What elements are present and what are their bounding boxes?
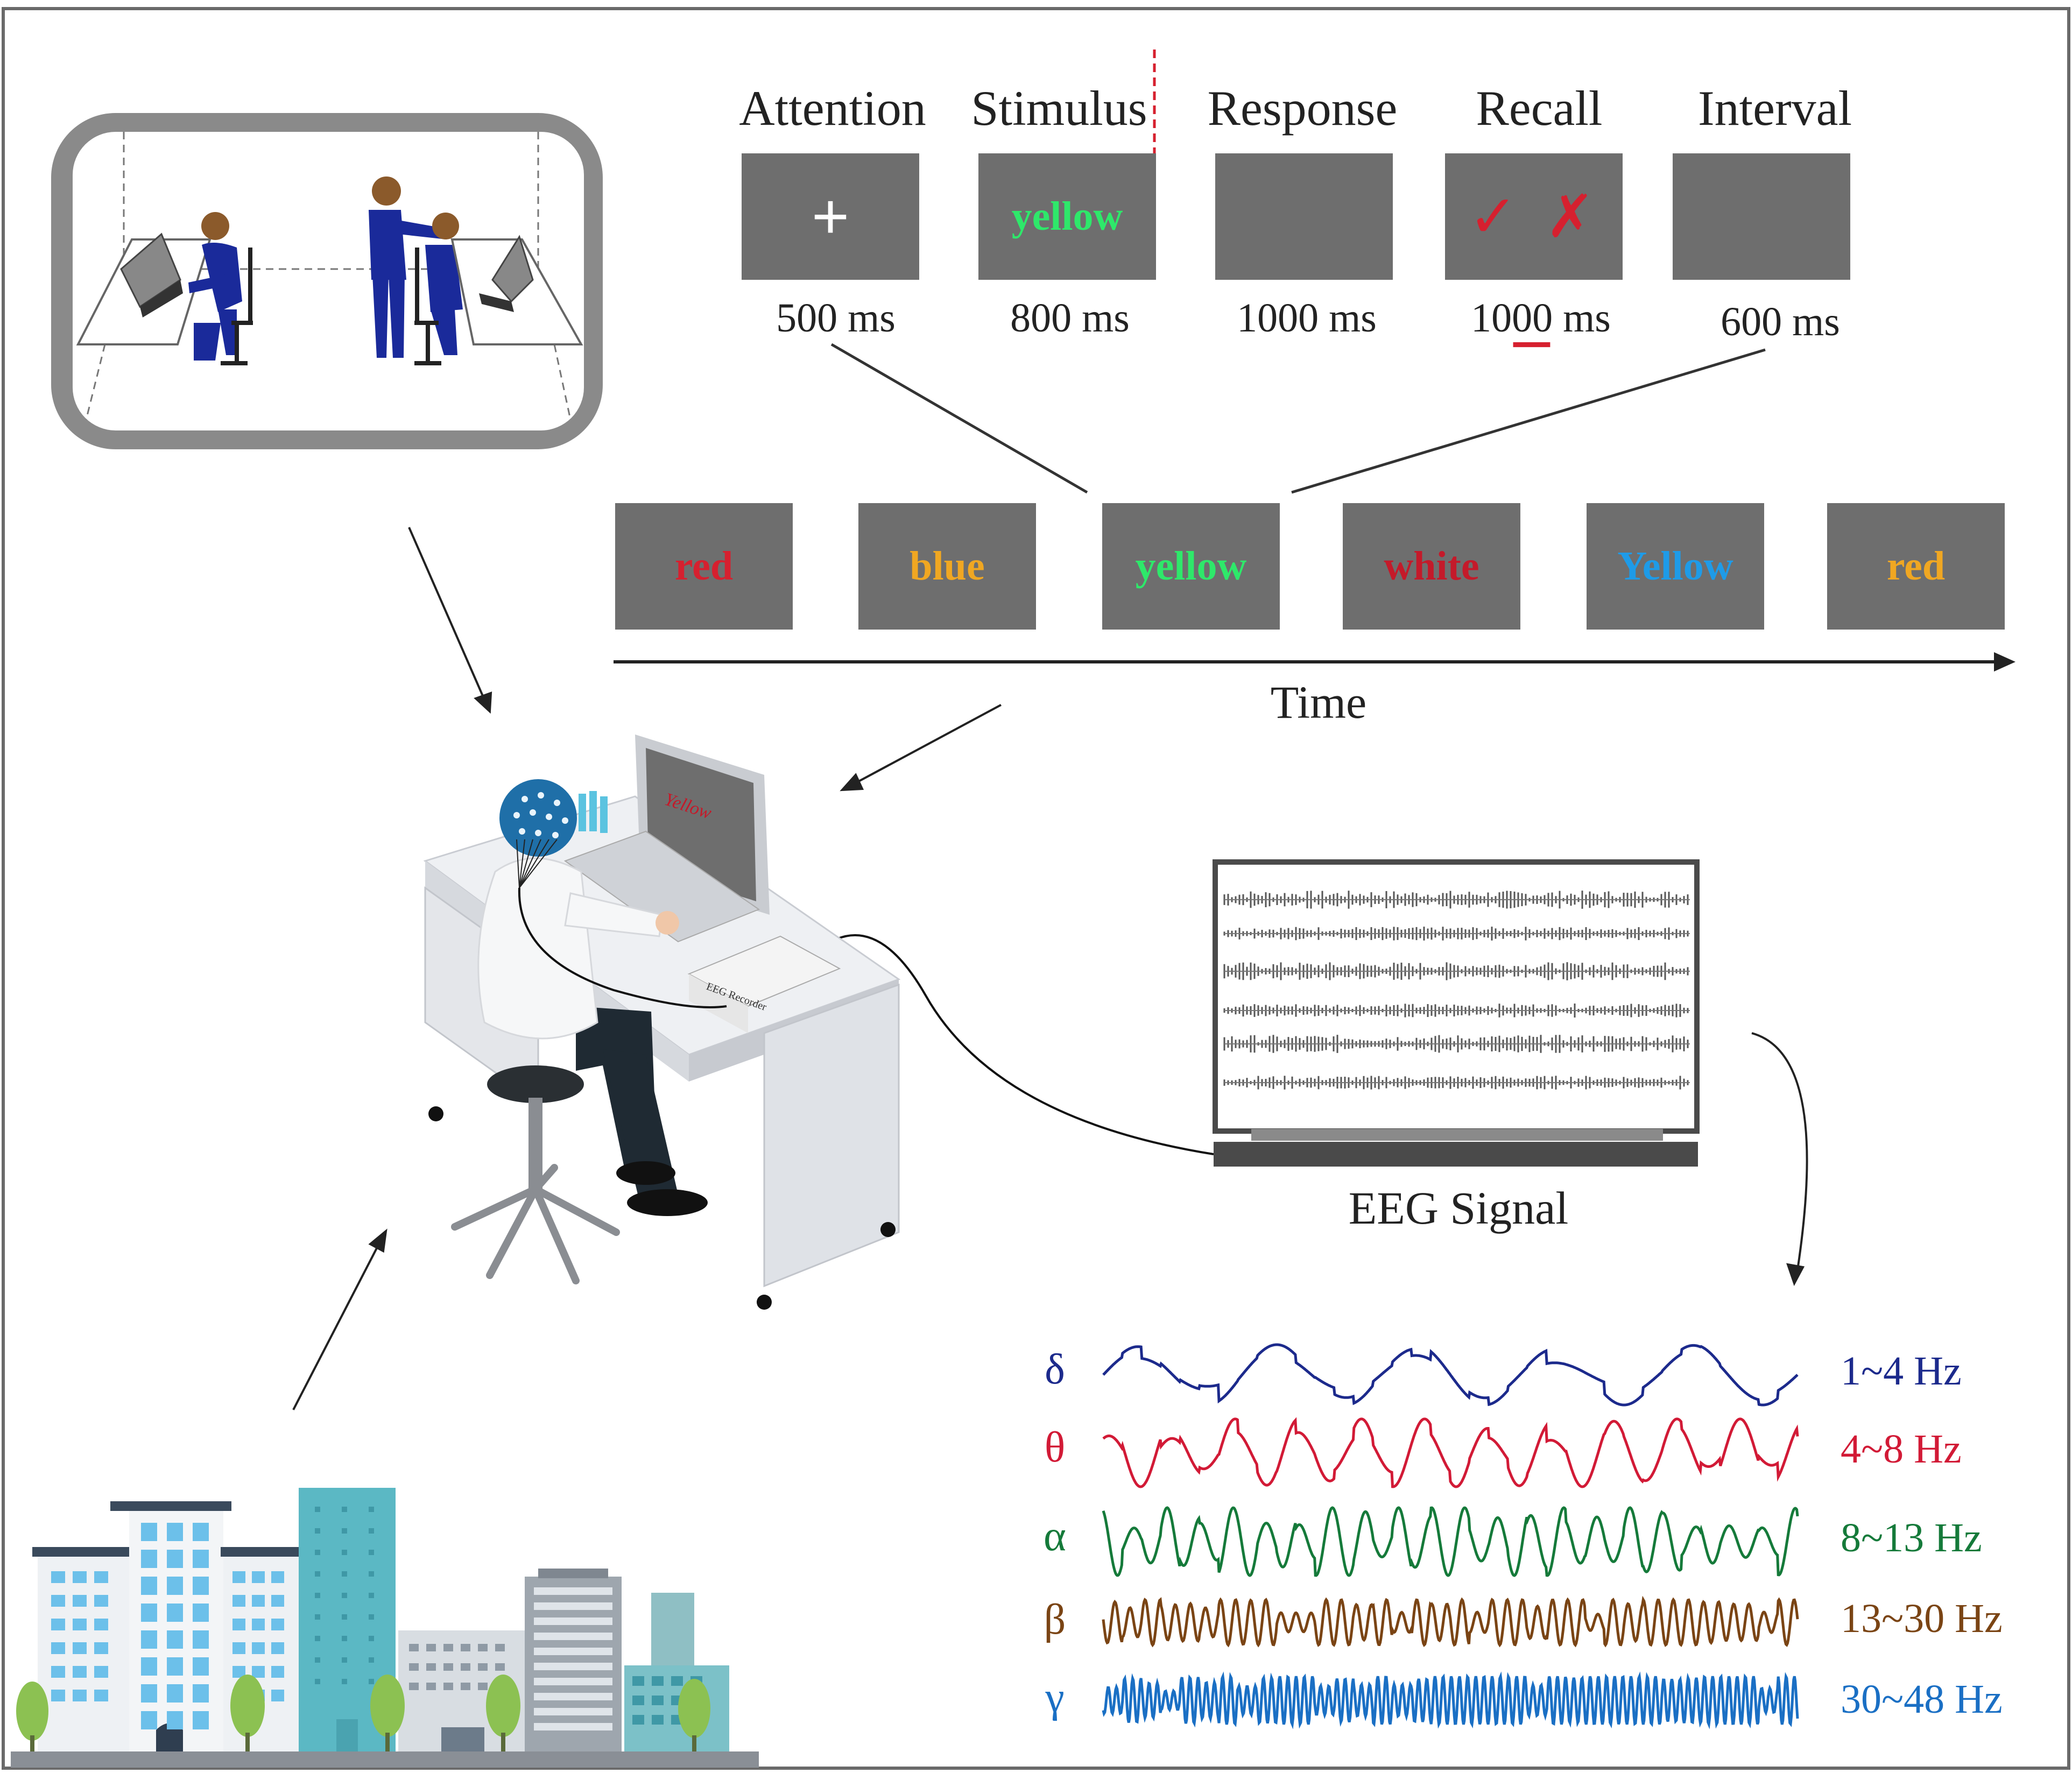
recall-marks: ✓ ✗ −	[1468, 182, 1599, 377]
band-range-gamma: 30~48 Hz	[1841, 1677, 2003, 1722]
eeg-traces	[1223, 891, 1690, 1090]
sequence-word: Yellow	[1617, 543, 1733, 589]
fixation-cross: +	[811, 180, 850, 252]
duration-response: 1000 ms	[1237, 295, 1377, 341]
stimulus-word: yellow	[1011, 194, 1123, 239]
band-symbol-alpha: α	[1044, 1513, 1066, 1560]
sequence-word: blue	[910, 543, 985, 589]
phase-title-interval: Interval	[1697, 81, 1852, 136]
eeg-operator-illustration: Yellow EEG Recorder	[423, 734, 901, 1310]
sequence-screen: red	[1827, 503, 2005, 630]
duration-recall: 1000 ms	[1471, 295, 1611, 341]
phase-title-recall: Recall	[1476, 81, 1603, 136]
eeg-signal-label: EEG Signal	[1348, 1182, 1569, 1234]
time-axis-arrowhead	[1994, 652, 2015, 672]
flow-arrows	[292, 527, 1808, 1410]
sequence-word: white	[1384, 543, 1479, 589]
theta-wave	[1102, 1417, 1799, 1488]
gamma-wave	[1102, 1671, 1799, 1729]
sequence-word: red	[1886, 543, 1946, 589]
delta-wave	[1102, 1343, 1799, 1407]
sequence-screen: Yellow	[1587, 503, 1764, 630]
sequence-word: yellow	[1135, 543, 1247, 589]
band-range-alpha: 8~13 Hz	[1841, 1515, 1982, 1560]
band-range-theta: 4~8 Hz	[1841, 1426, 1962, 1472]
phase-title-stimulus: Stimulus	[971, 81, 1147, 136]
band-range-delta: 1~4 Hz	[1841, 1348, 1962, 1394]
duration-attention: 500 ms	[776, 295, 896, 341]
band-symbol-theta: θ	[1044, 1424, 1066, 1471]
recorder-cable	[836, 934, 1214, 1155]
band-waves	[1102, 1343, 1799, 1729]
city-illustration	[11, 1488, 759, 1768]
alpha-wave	[1102, 1506, 1799, 1577]
attention-screen: +	[742, 153, 919, 280]
outer-border	[2, 7, 2070, 1770]
response-screen	[1215, 153, 1393, 280]
sequence-screen: white	[1343, 503, 1520, 630]
beta-wave	[1102, 1595, 1799, 1648]
band-symbol-beta: β	[1044, 1596, 1066, 1643]
sequence-word: red	[674, 543, 734, 589]
lab-room-illustration	[51, 113, 603, 449]
time-label: Time	[1270, 676, 1367, 728]
duration-stimulus: 800 ms	[1010, 295, 1130, 341]
expand-line-right	[1291, 348, 1766, 494]
sequence-screen: yellow	[1102, 503, 1280, 630]
phase-title-attention: Attention	[739, 81, 926, 136]
sequence-screen: blue	[858, 503, 1036, 630]
eeg-signal-laptop	[1213, 859, 1700, 1167]
band-symbol-delta: δ	[1045, 1346, 1065, 1393]
recall-screen: ✓ ✗ −	[1445, 153, 1623, 377]
expand-line-left	[830, 343, 1088, 494]
band-symbol-gamma: γ	[1045, 1674, 1065, 1721]
interval-screen	[1673, 153, 1850, 280]
stimulus-screen: yellow	[978, 153, 1156, 280]
sequence-screen: red	[615, 503, 793, 630]
phase-title-response: Response	[1207, 81, 1398, 136]
band-range-beta: 13~30 Hz	[1841, 1596, 2003, 1641]
duration-interval: 600 ms	[1721, 299, 1840, 344]
